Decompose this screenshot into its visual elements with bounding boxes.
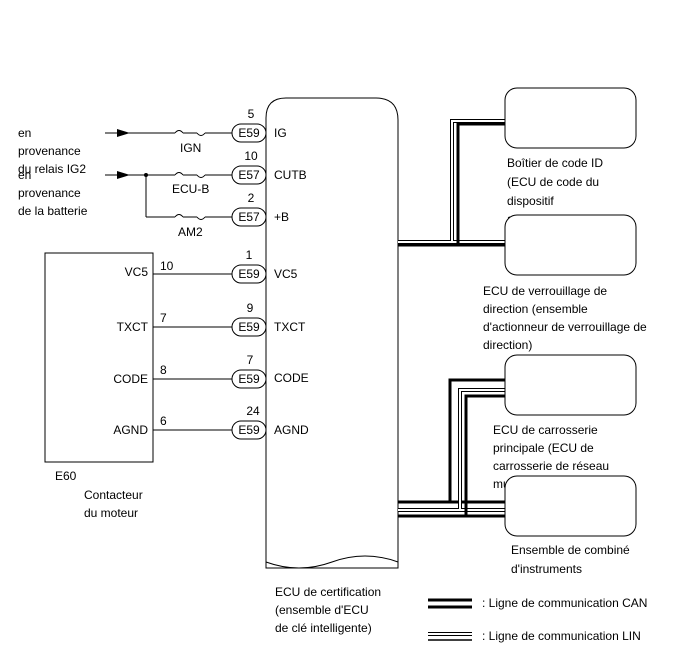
fuse-ecu-b-icon <box>174 172 206 178</box>
svg-text:E59: E59 <box>238 372 260 386</box>
svg-text:E57: E57 <box>238 210 260 224</box>
svg-text:provenance: provenance <box>18 186 81 200</box>
legend: : Ligne de communication CAN : Ligne de … <box>428 596 647 643</box>
svg-text:du relais IG2: du relais IG2 <box>18 162 86 176</box>
svg-text:dispositif: dispositif <box>507 194 554 208</box>
svg-text:9: 9 <box>247 301 254 315</box>
connector-code: E59 7 CODE <box>231 353 309 389</box>
fuse-am2-label: AM2 <box>178 225 203 239</box>
svg-text:+B: +B <box>274 210 289 224</box>
source-battery-label: en provenance de la batterie <box>18 168 88 218</box>
svg-text:7: 7 <box>160 311 167 325</box>
ig-line: IGN <box>105 129 232 155</box>
fuse-ign-icon <box>174 130 206 136</box>
switch-pin-agnd: AGND <box>113 423 148 437</box>
connector-plus-b: E57 2 +B <box>231 191 289 227</box>
svg-text:TXCT: TXCT <box>274 320 306 334</box>
main-body-ecu: ECU de carrosserie principale (ECU de ca… <box>493 354 637 491</box>
switch-pin-code: CODE <box>113 372 148 386</box>
svg-text:d'actionneur de verrouillage d: d'actionneur de verrouillage de <box>483 320 647 334</box>
svg-text:8: 8 <box>160 363 167 377</box>
svg-text:en: en <box>18 126 31 140</box>
svg-text:du moteur: du moteur <box>84 506 138 520</box>
svg-text:en: en <box>18 168 31 182</box>
svg-text:ECU de certification: ECU de certification <box>275 585 381 599</box>
svg-text:(ensemble d'ECU: (ensemble d'ECU <box>275 603 369 617</box>
svg-text:carrosserie de réseau: carrosserie de réseau <box>493 459 609 473</box>
fuse-ign-label: IGN <box>180 141 201 155</box>
id-code-box: Boîtier de code ID (ECU de code du dispo… <box>504 87 637 226</box>
can-bus-2 <box>398 394 505 518</box>
legend-can-label: : Ligne de communication CAN <box>482 596 647 610</box>
svg-text:(ECU de code du: (ECU de code du <box>507 175 599 189</box>
engine-switch-connector: E60 <box>55 469 77 483</box>
svg-text:E59: E59 <box>238 267 260 281</box>
steering-lock-ecu: ECU de verrouillage de direction (ensemb… <box>483 214 647 352</box>
svg-text:E59: E59 <box>238 126 260 140</box>
svg-text:Ensemble de combiné: Ensemble de combiné <box>511 543 630 557</box>
source-ig2-label: en provenance du relais IG2 <box>18 126 86 176</box>
lin-bus <box>398 119 505 244</box>
signal-wires <box>153 273 232 431</box>
svg-text:5: 5 <box>248 107 255 121</box>
switch-pin-txct: TXCT <box>117 320 149 334</box>
certification-ecu: ECU de certification (ensemble d'ECU de … <box>265 97 399 635</box>
svg-text:Contacteur: Contacteur <box>84 488 143 502</box>
arrow-icon <box>117 171 130 179</box>
svg-text:CUTB: CUTB <box>274 168 307 182</box>
svg-text:direction (ensemble: direction (ensemble <box>483 302 588 316</box>
svg-text:2: 2 <box>248 191 255 205</box>
svg-text:VC5: VC5 <box>274 267 298 281</box>
svg-text:6: 6 <box>160 414 167 428</box>
svg-text:7: 7 <box>247 353 254 367</box>
svg-text:de clé intelligente): de clé intelligente) <box>275 621 372 635</box>
svg-text:Boîtier de code ID: Boîtier de code ID <box>507 156 603 170</box>
svg-text:10: 10 <box>160 259 174 273</box>
combination-meter: Ensemble de combiné d'instruments <box>504 475 637 576</box>
engine-switch: E60 Contacteur du moteur VC5 TXCT CODE A… <box>44 252 174 520</box>
connector-cutb: E57 10 CUTB <box>231 149 307 185</box>
svg-text:E59: E59 <box>238 423 260 437</box>
ecu-connectors: E59 5 IG E57 10 CUTB E57 2 +B E59 1 VC5 … <box>231 107 309 440</box>
arrow-icon <box>117 129 130 137</box>
ecu-bottom-wave <box>265 555 399 569</box>
battery-line: ECU-B AM2 <box>105 171 232 239</box>
connector-ig: E59 5 IG <box>231 107 287 143</box>
svg-text:1: 1 <box>246 248 253 262</box>
legend-can-symbol <box>428 598 472 609</box>
svg-text:IG: IG <box>274 126 287 140</box>
svg-text:provenance: provenance <box>18 144 81 158</box>
svg-text:d'instruments: d'instruments <box>511 562 582 576</box>
legend-lin-label: : Ligne de communication LIN <box>482 629 641 643</box>
switch-pin-vc5: VC5 <box>125 265 149 279</box>
svg-text:principale (ECU de: principale (ECU de <box>493 441 594 455</box>
svg-text:ECU de carrosserie: ECU de carrosserie <box>493 423 598 437</box>
fuse-ecu-b-label: ECU-B <box>172 182 209 196</box>
svg-text:24: 24 <box>246 404 260 418</box>
svg-text:AGND: AGND <box>274 423 309 437</box>
lin-thick-bus <box>398 122 505 247</box>
connector-txct: E59 9 TXCT <box>231 301 306 337</box>
connector-agnd: E59 24 AGND <box>231 404 309 440</box>
svg-text:ECU de verrouillage de: ECU de verrouillage de <box>483 284 607 298</box>
svg-text:E59: E59 <box>238 320 260 334</box>
can-bus <box>398 378 505 504</box>
svg-text:E57: E57 <box>238 168 260 182</box>
legend-lin-symbol <box>428 632 472 641</box>
connector-vc5: E59 1 VC5 <box>231 248 298 284</box>
svg-text:de la batterie: de la batterie <box>18 204 88 218</box>
svg-text:direction): direction) <box>483 338 532 352</box>
fuse-am2-icon <box>174 214 206 220</box>
svg-text:10: 10 <box>244 149 258 163</box>
svg-text:CODE: CODE <box>274 371 309 385</box>
